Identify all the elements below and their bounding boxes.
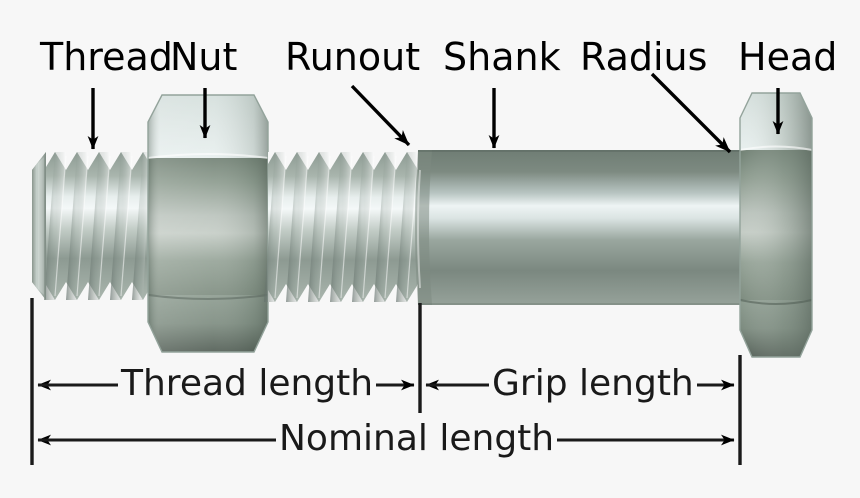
leader-arrows xyxy=(87,72,784,154)
label-thread: Thread xyxy=(40,35,173,79)
thread-crests-left xyxy=(44,152,150,300)
bolt-shank xyxy=(415,150,744,305)
bolt-illustration xyxy=(32,92,813,358)
leader-runout xyxy=(350,84,411,147)
label-radius: Radius xyxy=(580,35,708,79)
nut-part xyxy=(147,94,269,353)
bolt-thread-left xyxy=(32,152,150,300)
bolt-thread-right xyxy=(264,152,429,302)
label-runout: Runout xyxy=(285,35,421,79)
label-head: Head xyxy=(738,35,838,79)
bolt-head xyxy=(739,92,813,358)
label-nut: Nut xyxy=(170,35,238,79)
dim-label-thread-length: Thread length xyxy=(118,366,377,402)
leader-radius xyxy=(650,72,732,154)
dim-label-nominal-length: Nominal length xyxy=(276,421,558,457)
dim-label-grip-length: Grip length xyxy=(489,366,697,402)
label-shank: Shank xyxy=(443,35,561,79)
